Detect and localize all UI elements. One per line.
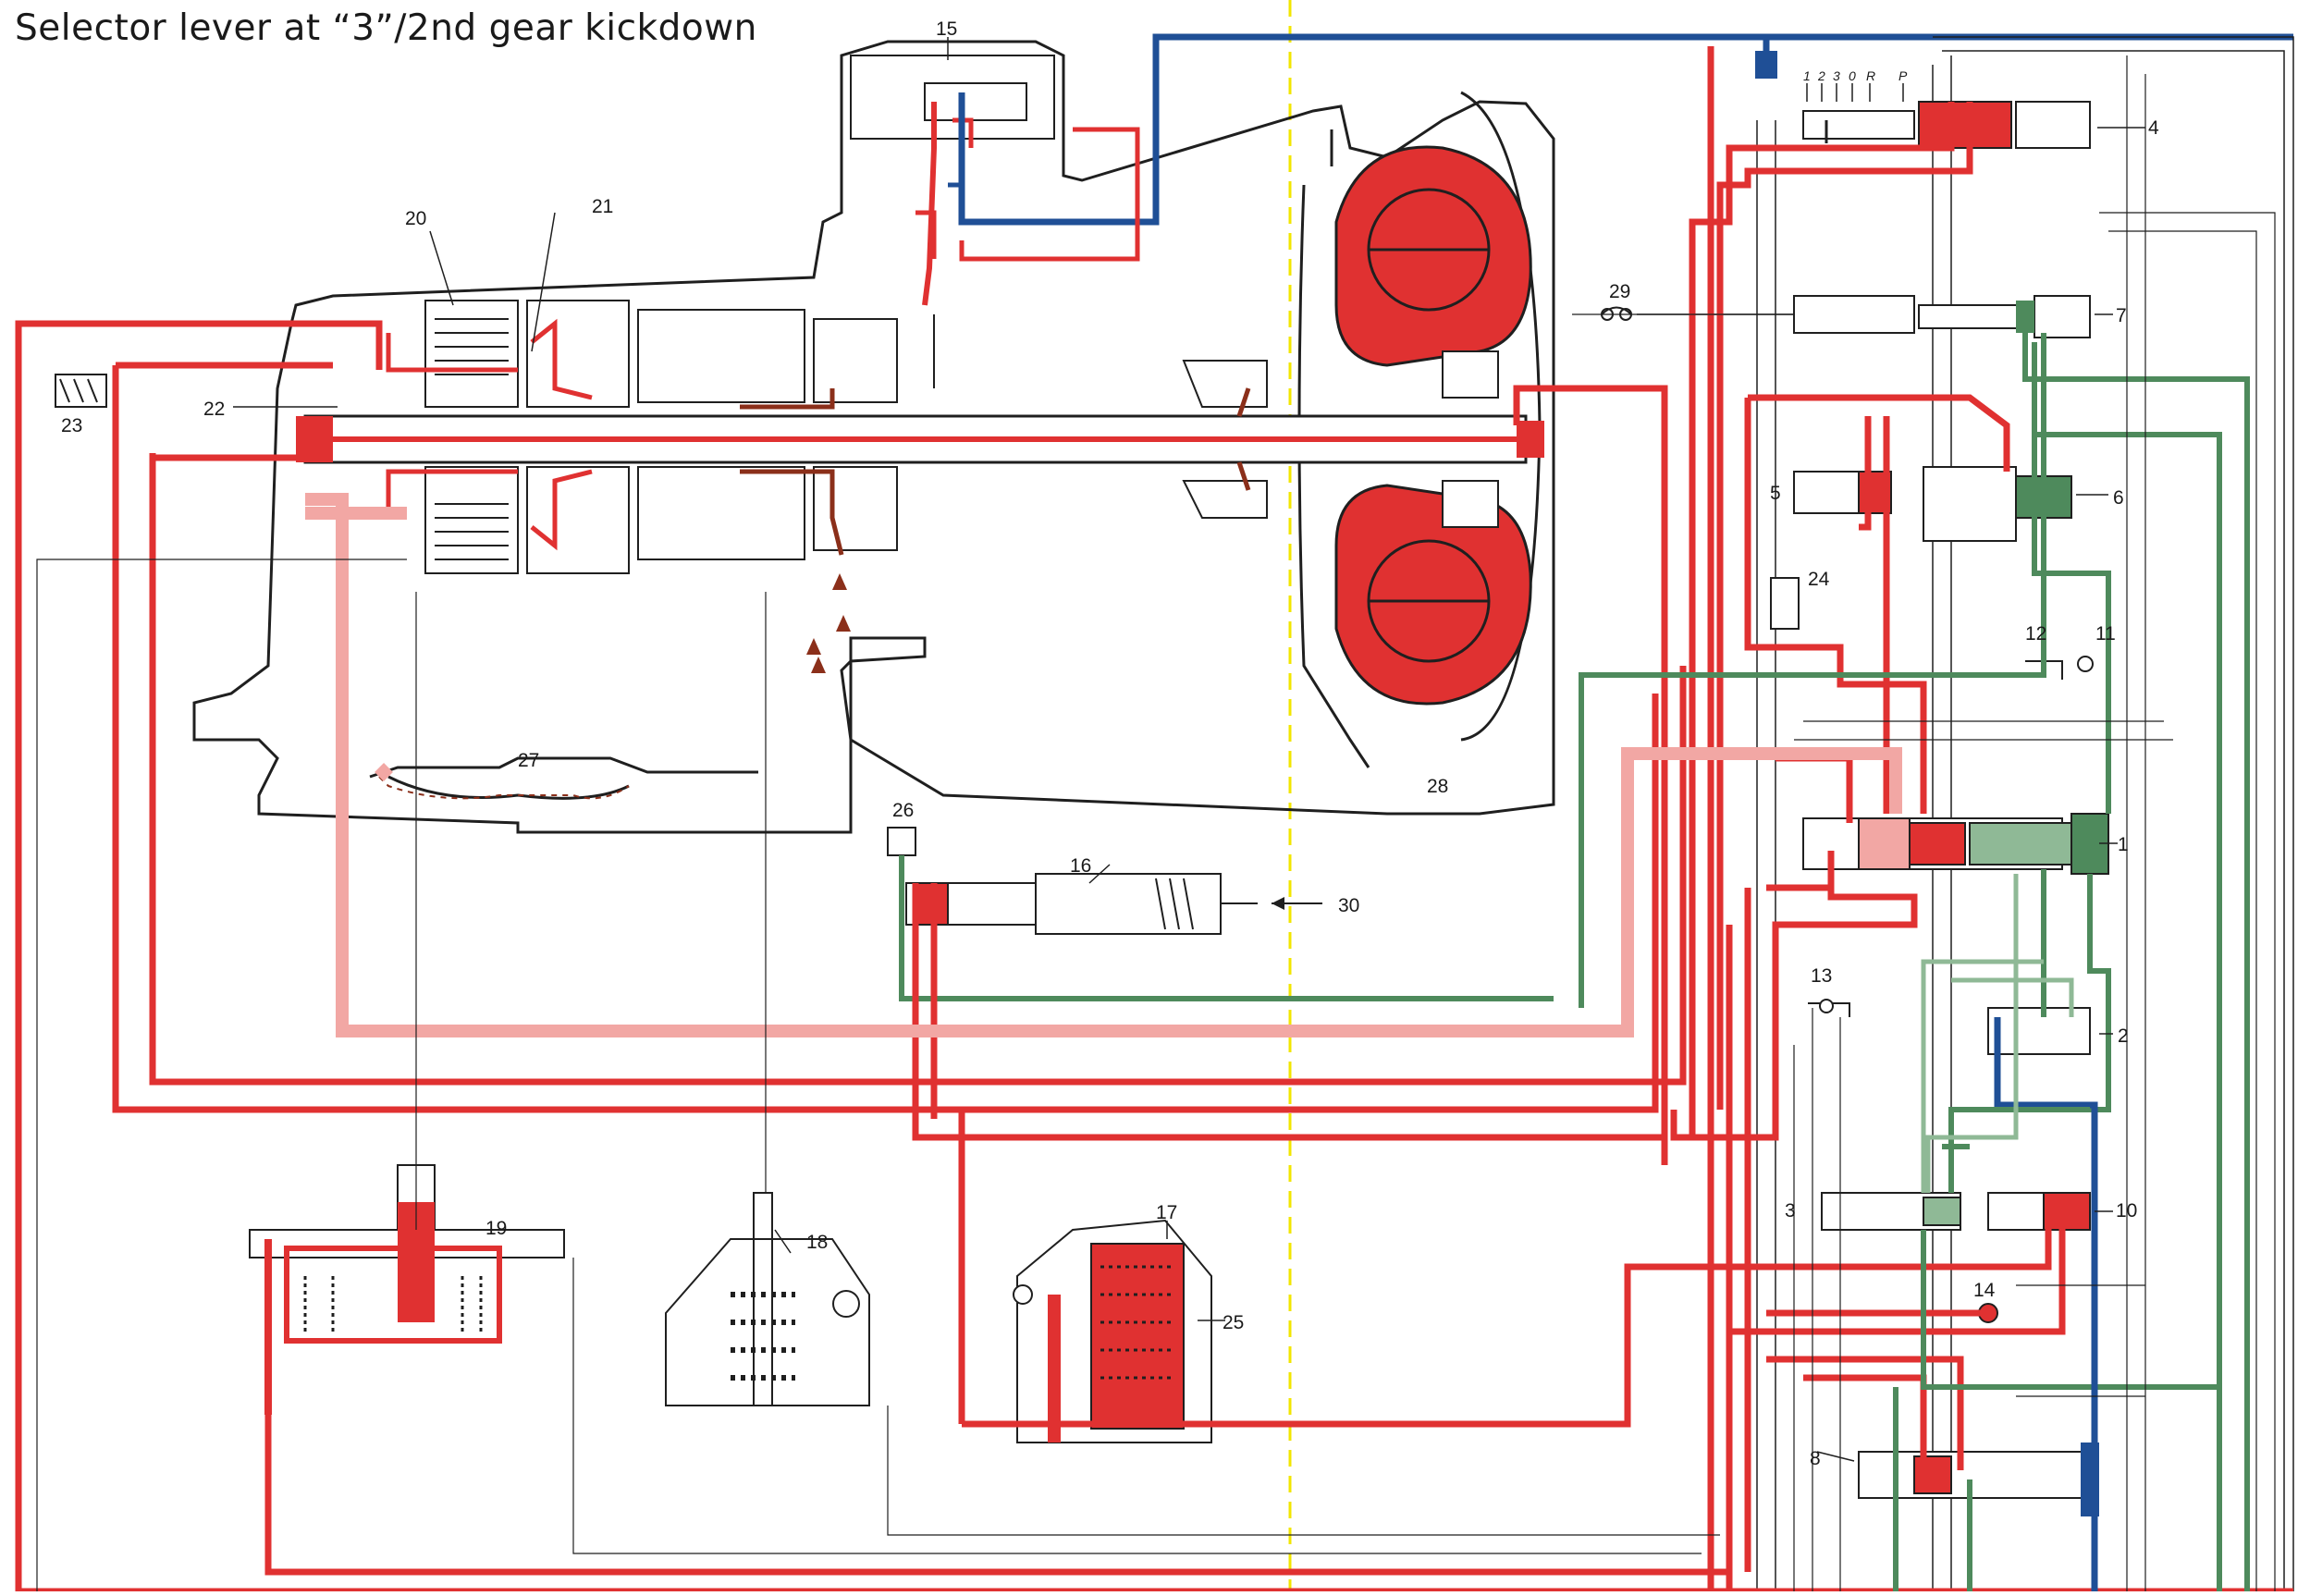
callout-30: 30 — [1338, 895, 1359, 916]
callout-3: 3 — [1785, 1200, 1796, 1222]
selector-arrows — [1806, 83, 1904, 102]
valve-3 — [1821, 1192, 1961, 1231]
valve-4 — [1802, 101, 2091, 149]
main-pressure-lines — [15, 46, 2293, 1596]
blue-connector — [1755, 51, 1777, 79]
component-24 — [1770, 577, 1800, 630]
governor-light-lines — [1921, 874, 2074, 1193]
component-26 — [887, 827, 1554, 1001]
oil-sump-27 — [378, 776, 630, 800]
callout-5: 5 — [1770, 483, 1781, 504]
callout-4: 4 — [2148, 117, 2159, 139]
callout-2: 2 — [2118, 1025, 2129, 1047]
lubrication-lines — [305, 493, 1902, 1037]
callout-1: 1 — [2118, 834, 2129, 855]
component-23 — [55, 374, 107, 408]
callout-11: 11 — [2095, 623, 2116, 645]
selector-p: P — [1898, 68, 1908, 83]
leader-lines — [233, 37, 2145, 1462]
main-shaft — [296, 414, 1544, 464]
selector-1: 1 — [1803, 68, 1811, 83]
selector-position-labels: 1 2 3 0 R P — [1803, 68, 1908, 83]
clutch-oil-paths — [386, 318, 1251, 556]
callout-18: 18 — [806, 1232, 828, 1253]
callout-20: 20 — [405, 208, 426, 229]
callout-28: 28 — [1427, 776, 1448, 797]
callout-13: 13 — [1811, 965, 1832, 987]
component-13 — [1808, 999, 1850, 1017]
governor-assembly — [850, 33, 2293, 388]
selector-0: 0 — [1849, 68, 1856, 83]
callout-19: 19 — [485, 1218, 507, 1239]
callout-22: 22 — [203, 399, 225, 420]
selector-r: R — [1866, 68, 1875, 83]
oil-drips — [806, 573, 851, 673]
callout-16: 16 — [1070, 855, 1091, 877]
callout-14: 14 — [1973, 1280, 1996, 1301]
callout-8: 8 — [1810, 1448, 1821, 1469]
valve-10 — [1987, 1192, 2091, 1231]
component-11-12 — [2025, 656, 2094, 680]
valve-16 — [905, 873, 1258, 935]
selector-2: 2 — [1817, 68, 1825, 83]
valve-2 — [1987, 1007, 2095, 1109]
valve-6 — [1923, 466, 2072, 542]
arrow-30 — [1272, 897, 1322, 910]
callout-12: 12 — [2025, 623, 2046, 645]
callout-10: 10 — [2116, 1200, 2137, 1222]
thin-return-lines — [36, 55, 2276, 1591]
component-29 — [1601, 306, 1794, 321]
torque-converter — [1334, 145, 1532, 706]
callout-15: 15 — [936, 18, 957, 40]
callout-23: 23 — [61, 415, 82, 436]
valve-7 — [1793, 295, 2091, 338]
callout-17: 17 — [1156, 1202, 1177, 1223]
callout-6: 6 — [2113, 487, 2124, 509]
callout-24: 24 — [1808, 569, 1830, 590]
transmission-housing — [192, 40, 1555, 834]
accumulator-17 — [1013, 1219, 1212, 1443]
clutch-assemblies — [424, 300, 1268, 574]
callout-7: 7 — [2116, 305, 2127, 326]
callout-21: 21 — [592, 196, 613, 217]
callout-29: 29 — [1609, 281, 1630, 302]
callout-25: 25 — [1223, 1312, 1244, 1333]
valve-5 — [1793, 471, 1892, 514]
callout-26: 26 — [892, 800, 914, 821]
diagram-title: Selector lever at “3”/2nd gear kickdown — [15, 7, 757, 49]
servo-19 — [249, 1164, 565, 1415]
selector-3: 3 — [1833, 68, 1840, 83]
callout-labels: 1 2 3 4 5 6 7 8 10 11 12 13 14 15 16 17 … — [61, 18, 2159, 1469]
callout-27: 27 — [518, 750, 539, 771]
servo-18 — [665, 1192, 870, 1406]
